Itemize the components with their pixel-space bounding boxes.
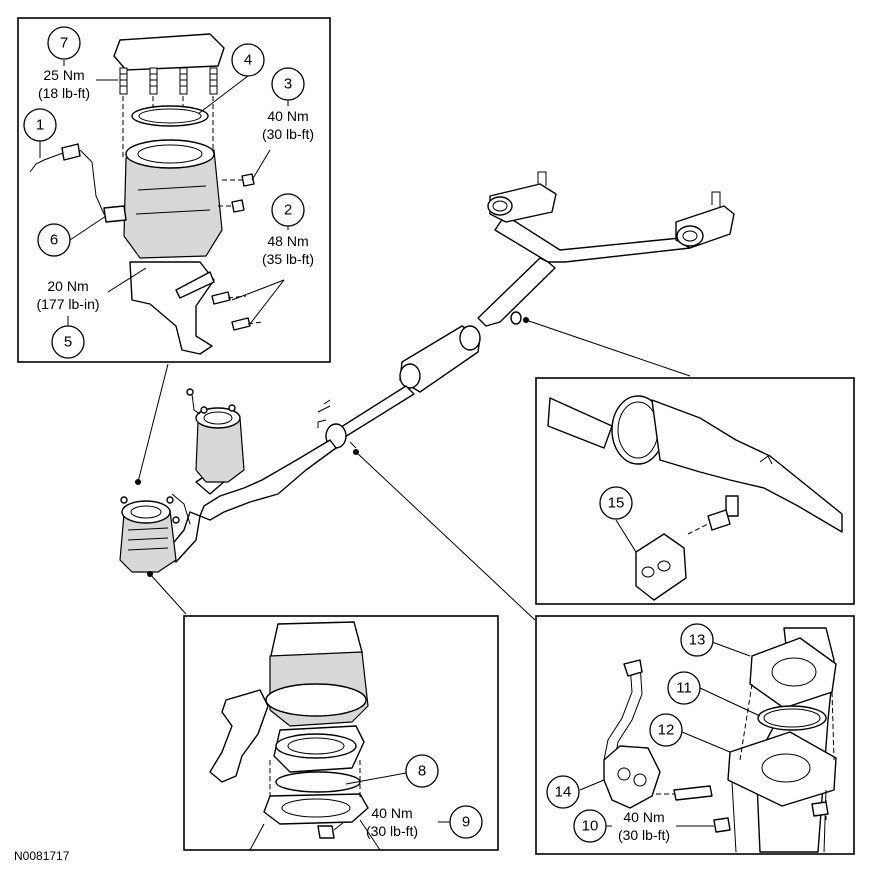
svg-text:4: 4: [244, 52, 252, 69]
rear-y-pipe: [494, 214, 691, 263]
svg-text:3: 3: [284, 76, 292, 93]
svg-text:1: 1: [36, 117, 44, 134]
svg-text:7: 7: [60, 35, 68, 52]
center-pipe-upper: [477, 257, 556, 327]
callout-5: 5: [51, 325, 85, 359]
svg-text:10: 10: [582, 818, 599, 835]
callout-leaders: [39, 60, 761, 831]
callout-1: 1: [23, 108, 57, 142]
torque-2-metric: 48 Nm: [267, 233, 308, 249]
torque-7-metric: 25 Nm: [43, 67, 84, 83]
callout-6: 6: [37, 223, 71, 257]
callout-2: 2: [271, 193, 305, 227]
torque-2-imperial: (35 lb-ft): [262, 251, 314, 267]
svg-text:5: 5: [64, 334, 72, 351]
svg-text:6: 6: [50, 232, 58, 249]
inset-tl-artwork: [29, 33, 263, 355]
torque-10-metric: 40 Nm: [623, 809, 664, 825]
callout-8: 8: [405, 754, 439, 788]
callout-15: 15: [599, 486, 633, 520]
svg-text:8: 8: [418, 763, 426, 780]
front-pipe: [199, 439, 337, 521]
lower-catalytic-converter: [119, 493, 191, 573]
torque-5-metric: 20 Nm: [47, 278, 88, 294]
svg-text:13: 13: [689, 632, 706, 649]
torque-5-imperial: (177 lb-in): [36, 296, 99, 312]
inset-bc-artwork: [209, 621, 381, 851]
svg-text:11: 11: [676, 680, 692, 697]
callout-13: 13: [680, 623, 714, 657]
callout-12: 12: [649, 713, 683, 747]
callout-9: 9: [449, 805, 483, 839]
torque-10-imperial: (30 lb-ft): [618, 827, 670, 843]
torque-7-imperial: (18 lb-ft): [38, 85, 90, 101]
svg-text:15: 15: [608, 495, 625, 512]
svg-text:12: 12: [658, 722, 675, 739]
callout-7: 7: [47, 26, 81, 60]
figure-id: N0081717: [14, 849, 70, 863]
hanger-insulator-rear: [510, 311, 522, 325]
left-muffler: [487, 171, 557, 223]
upper-catalytic-converter: [186, 388, 245, 483]
callout-10: 10: [573, 809, 607, 843]
resonator: [399, 325, 481, 393]
callout-11: 11: [667, 671, 701, 705]
torque-3-metric: 40 Nm: [267, 108, 308, 124]
inset-rb-artwork: [603, 627, 837, 853]
right-muffler: [675, 191, 735, 249]
torque-3-imperial: (30 lb-ft): [262, 126, 314, 142]
torque-9-metric: 40 Nm: [371, 805, 412, 821]
callout-4: 4: [231, 43, 265, 77]
callout-14: 14: [546, 775, 580, 809]
svg-text:14: 14: [555, 784, 572, 801]
svg-text:9: 9: [462, 814, 470, 831]
inset-rt-artwork: [547, 395, 843, 601]
svg-text:2: 2: [284, 202, 292, 219]
callout-3: 3: [271, 67, 305, 101]
main-exhaust-assembly: [119, 171, 735, 621]
torque-9-imperial: (30 lb-ft): [366, 823, 418, 839]
